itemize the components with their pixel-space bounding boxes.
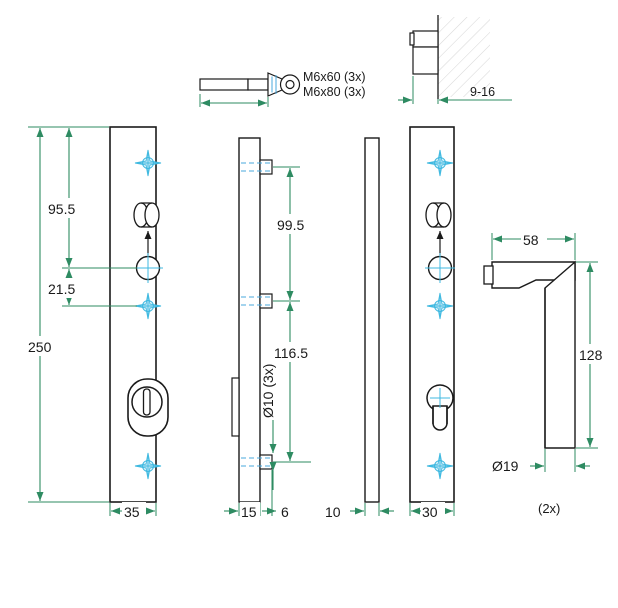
upper-spacing-label: 99.5 — [277, 217, 304, 233]
dimension-text-mask — [275, 214, 321, 234]
front-plate-view: 250 95.5 21.5 35 — [26, 126, 169, 521]
side-plate-outline — [238, 137, 261, 503]
thin-plate-outline — [364, 137, 380, 503]
lever-drop-label: 128 — [579, 347, 603, 363]
side-boss-middle — [259, 293, 273, 309]
thin-plate-view: 10 — [325, 137, 394, 520]
boss-diameter-label: Ø10 (3x) — [260, 364, 276, 418]
wall-thickness-label: 9-16 — [470, 85, 495, 99]
dimension-text-mask — [421, 502, 445, 521]
side-boss-upper — [259, 159, 273, 175]
screw-shank — [199, 78, 249, 91]
wall-hatch-region — [438, 17, 490, 97]
side-plate-view: 99.5 116.5 Ø10 (3x) 15 6 — [224, 137, 326, 521]
lever-length-label: 58 — [523, 232, 539, 248]
lever-handle-view: 58 128 Ø19 (2x) — [483, 229, 611, 516]
fixing-centermark-icon — [426, 292, 454, 320]
handle-to-top-label: 95.5 — [48, 201, 75, 217]
rear-plate-width-label: 30 — [422, 504, 438, 520]
boss-lip — [409, 32, 415, 46]
dimension-text-mask — [26, 336, 62, 356]
dimension-text-mask — [46, 278, 92, 298]
fastener-label-1: M6x60 (3x) — [303, 70, 366, 84]
fixing-centermark-icon — [426, 149, 454, 177]
spindle-boss-icon — [425, 202, 452, 228]
spindle-boss-icon — [133, 202, 160, 228]
fixing-centermark-icon — [426, 452, 454, 480]
fastener-label-2: M6x80 (3x) — [303, 85, 366, 99]
plate-width-label: 35 — [124, 504, 140, 520]
thin-plate-depth-label: 10 — [325, 504, 341, 520]
boss-lower-profile — [412, 46, 439, 75]
screw-plain-shank — [247, 78, 269, 91]
boss-upper-profile — [412, 30, 439, 48]
side-boss-lower — [259, 454, 273, 470]
thumbturn-profile — [231, 377, 240, 437]
fixing-centermark-icon — [134, 292, 162, 320]
dimension-text-mask — [240, 502, 260, 521]
lever-quantity-label: (2x) — [538, 501, 560, 516]
rear-plate-view: 30 — [409, 126, 455, 521]
plate-depth-label: 15 — [241, 504, 257, 520]
screw-countersunk-head — [267, 72, 283, 97]
lever-diameter-label: Ø19 — [492, 458, 519, 474]
fixing-centermark-icon — [134, 452, 162, 480]
dimension-text-mask — [122, 502, 146, 521]
wall-thickness-detail: 9-16 — [398, 15, 512, 104]
rear-plate-outline — [409, 126, 455, 503]
thumbturn-escutcheon — [127, 378, 169, 437]
lever-spindle-cap — [483, 265, 494, 285]
lever-neck — [544, 260, 576, 449]
dimension-text-mask — [272, 342, 326, 362]
dimension-text-mask — [521, 229, 547, 248]
dimension-text-mask — [46, 198, 92, 218]
boss-length-label: 6 — [281, 504, 289, 520]
fixing-centermark-icon — [134, 149, 162, 177]
screw-drive-recess — [285, 79, 295, 90]
fastener-detail: M6x60 (3x) M6x80 (3x) — [199, 70, 366, 107]
lower-spacing-label: 116.5 — [274, 345, 308, 361]
overall-height-label: 250 — [28, 339, 52, 355]
dimension-text-mask — [577, 344, 611, 364]
handle-to-fixing-label: 21.5 — [48, 281, 75, 297]
euro-cylinder-cutout — [426, 384, 454, 431]
spindle-hole — [425, 253, 455, 283]
